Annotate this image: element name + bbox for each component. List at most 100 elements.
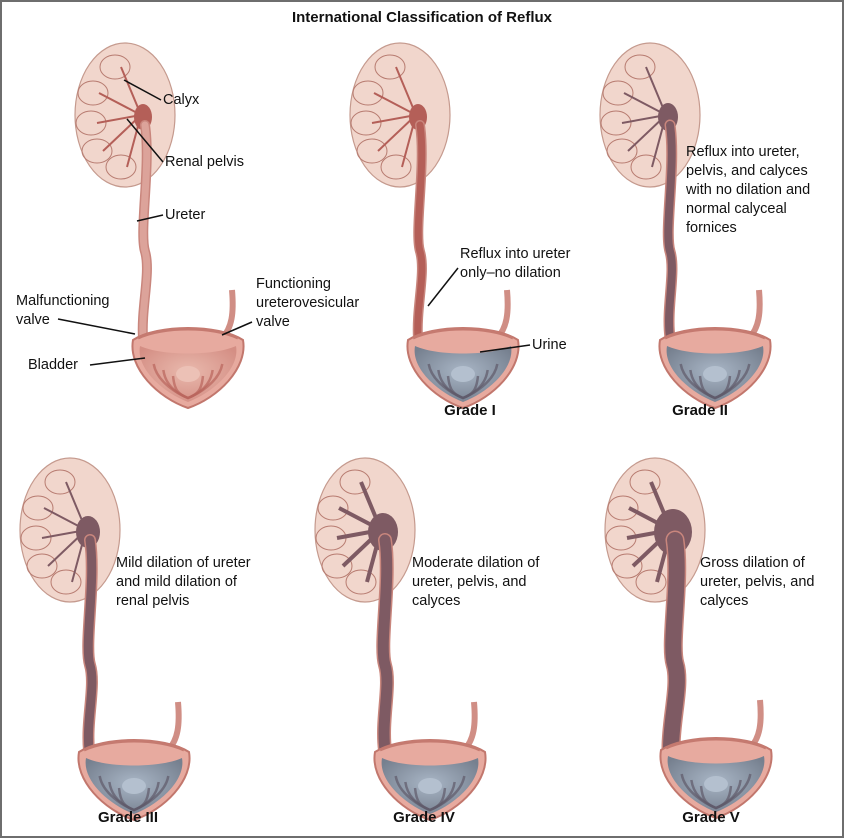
grade-3-description-line3: renal pelvis <box>116 593 190 609</box>
bladder-center <box>703 366 727 382</box>
calyx-outline <box>22 495 54 521</box>
bladder-center <box>122 778 146 794</box>
calyx-outline <box>350 110 382 136</box>
grade-1-illustration <box>349 42 520 410</box>
calyx-branch <box>371 114 417 124</box>
bladder-center <box>451 366 475 382</box>
calyx-outline <box>630 154 662 180</box>
calyx-outline <box>356 138 388 164</box>
label-functioning-valve-line3: valve <box>256 314 290 330</box>
calyx-outline <box>380 154 412 180</box>
bladder-band <box>83 739 185 752</box>
malfunctioning-valve-leader <box>57 318 136 335</box>
grade-1-description-line2: only–no dilation <box>460 265 561 281</box>
grade-4-description-line2: ureter, pelvis, and <box>412 574 527 590</box>
bladder-leader <box>89 357 146 366</box>
calyx-outline <box>611 553 643 579</box>
grade-3-illustration <box>19 457 191 822</box>
calyx-outline <box>374 54 406 80</box>
calyx-branch <box>373 92 417 116</box>
bladder-fold <box>171 375 205 400</box>
bladder-fold <box>699 785 733 810</box>
calyx-outline <box>44 469 76 495</box>
calyx-outline <box>629 469 661 495</box>
calyx-outline <box>602 80 634 106</box>
calyx-outline <box>50 569 82 595</box>
calyx-outline <box>321 553 353 579</box>
ureter-right <box>461 701 478 753</box>
grade-3-description-line2: and mild dilation of <box>116 574 237 590</box>
grade-2-description-line3: with no dilation and <box>686 182 811 198</box>
grade-4-label: Grade IV <box>393 809 455 826</box>
calyx-outline <box>317 495 349 521</box>
label-functioning-valve-line2: ureterovesicular <box>256 295 360 311</box>
calyx-outline <box>75 110 107 136</box>
functioning-valve-leader <box>221 321 253 336</box>
calyx-outline <box>345 569 377 595</box>
calyx-outline <box>635 569 667 595</box>
bladder-center <box>176 366 200 382</box>
ureter-left <box>83 535 97 755</box>
bladder-fold <box>698 375 732 400</box>
kidney-shape <box>599 42 701 188</box>
grade-4-illustration <box>314 457 487 822</box>
grade-4-description-line3: calyces <box>412 593 461 609</box>
grade-5-label: Grade V <box>682 809 740 826</box>
grade-2-description-line5: fornices <box>686 220 737 236</box>
grade-5-description-line3: calyces <box>700 593 749 609</box>
grade-2-label: Grade II <box>672 402 728 419</box>
ureter-right <box>746 289 763 341</box>
calyx-outline <box>339 469 371 495</box>
bladder-fold <box>117 787 151 812</box>
reflux-grade-1-leader <box>427 267 459 307</box>
grade-2-description-line1: Reflux into ureter, <box>686 144 800 160</box>
label-ureter: Ureter <box>165 207 206 223</box>
bladder-center <box>418 778 442 794</box>
grade-4-description-line1: Moderate dilation of <box>412 555 540 571</box>
bladder-band <box>412 327 514 340</box>
calyx-branch <box>98 92 142 116</box>
grade-2-description-line4: normal calyceal <box>686 201 787 217</box>
ureter-left <box>663 532 685 756</box>
kidney-shape <box>314 457 416 603</box>
grade-1-label: Grade I <box>444 402 496 419</box>
kidney-shape <box>19 457 121 603</box>
grade-5-description-line1: Gross dilation of <box>700 555 805 571</box>
label-malfunctioning-valve-line1: Malfunctioning <box>16 293 110 309</box>
bladder-center <box>704 776 728 792</box>
calyx-outline <box>26 553 58 579</box>
calyx-leader <box>123 79 162 101</box>
kidney-shape <box>74 42 176 188</box>
calyx-outline <box>99 54 131 80</box>
label-malfunctioning-valve-line2: valve <box>16 312 50 328</box>
bladder-band <box>137 327 239 340</box>
ureter-left <box>414 121 426 342</box>
bladder-band <box>379 739 481 752</box>
urine-leader <box>479 344 531 353</box>
bladder-band <box>665 737 767 750</box>
figure-title: International Classification of Reflux <box>291 9 553 26</box>
label-calyx: Calyx <box>163 92 200 108</box>
grade-3-description-line1: Mild dilation of ureter <box>116 555 251 571</box>
ureter-right <box>165 701 182 753</box>
calyx-outline <box>352 80 384 106</box>
ureter-left <box>377 534 393 756</box>
ureter-left <box>139 121 151 342</box>
label-renal-pelvis: Renal pelvis <box>165 154 244 170</box>
calyx-branch <box>96 114 142 124</box>
calyx-outline <box>77 80 109 106</box>
calyx-outline <box>624 54 656 80</box>
calyx-outline <box>81 138 113 164</box>
bladder-fold <box>413 787 447 812</box>
grade-3-label: Grade III <box>97 809 159 826</box>
calyx-outline <box>606 138 638 164</box>
ureter-right <box>747 699 764 751</box>
calyx-outline <box>105 154 137 180</box>
calyx-outline <box>607 495 639 521</box>
normal-illustration <box>74 42 245 410</box>
ureter-left <box>664 121 676 342</box>
calyx-outline <box>20 525 52 551</box>
grade-1-description-line1: Reflux into ureter <box>460 246 571 262</box>
label-functioning-valve-line1: Functioning <box>256 276 331 292</box>
